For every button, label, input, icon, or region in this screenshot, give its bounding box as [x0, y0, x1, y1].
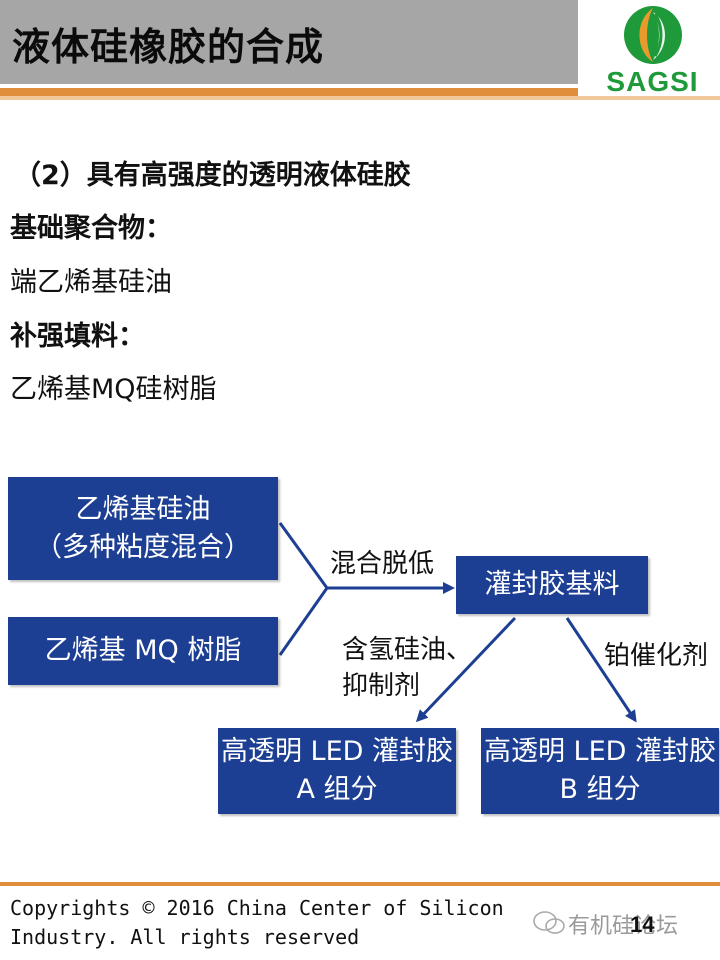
- section-heading: （2）具有高强度的透明液体硅胶: [14, 160, 411, 191]
- copyright-text: Copyrights © 2016 China Center of Silico…: [10, 894, 504, 952]
- title-bar: 液体硅橡胶的合成: [0, 0, 578, 84]
- chat-bubble-icon: [533, 911, 565, 934]
- output-b-line1: 高透明 LED 灌封胶: [483, 736, 717, 767]
- header-accent-line: [0, 88, 578, 96]
- left-branch-label-line1: 含氢硅油、: [342, 635, 473, 665]
- left-branch-label-line2: 抑制剂: [342, 671, 421, 701]
- filler-label: 补强填料：: [10, 321, 145, 352]
- sagsi-logo: SAGSI: [585, 0, 720, 97]
- output-component-b-box: 高透明 LED 灌封胶 B 组分: [481, 728, 719, 814]
- filler-value: 乙烯基MQ硅树脂: [10, 374, 217, 405]
- copyright-line2: Industry. All rights reserved: [10, 925, 360, 949]
- slide-title: 液体硅橡胶的合成: [12, 25, 325, 69]
- page-number: 14: [630, 912, 655, 937]
- base-polymer-label: 基础聚合物：: [10, 213, 172, 244]
- potting-base-box: 灌封胶基料: [456, 556, 648, 614]
- copyright-line1: Copyrights © 2016 China Center of Silico…: [10, 896, 504, 920]
- input-vinyl-silicone-oil-box: 乙烯基硅油 （多种粘度混合）: [8, 477, 278, 580]
- right-branch-label: 铂催化剂: [604, 641, 709, 671]
- base-polymer-value: 端乙烯基硅油: [10, 267, 172, 298]
- input-top-line2: （多种粘度混合）: [35, 531, 251, 563]
- output-b-line2: B 组分: [559, 774, 641, 805]
- leaf-logo-icon: [624, 6, 682, 64]
- input-bottom-text: 乙烯基 MQ 树脂: [44, 635, 242, 666]
- logo-text: SAGSI: [606, 66, 699, 97]
- output-component-a-box: 高透明 LED 灌封胶 A 组分: [218, 728, 456, 814]
- step-mix-label: 混合脱低: [330, 549, 435, 579]
- output-a-line2: A 组分: [296, 774, 378, 805]
- middle-box-text: 灌封胶基料: [484, 569, 620, 600]
- input-vinyl-mq-resin-box: 乙烯基 MQ 树脂: [8, 617, 278, 685]
- watermark-text: 有机硅论坛: [568, 914, 679, 939]
- input-top-line1: 乙烯基硅油: [75, 493, 211, 525]
- header-accent-shadow: [0, 96, 720, 100]
- footer-line: [0, 882, 720, 886]
- output-a-line1: 高透明 LED 灌封胶: [220, 736, 454, 767]
